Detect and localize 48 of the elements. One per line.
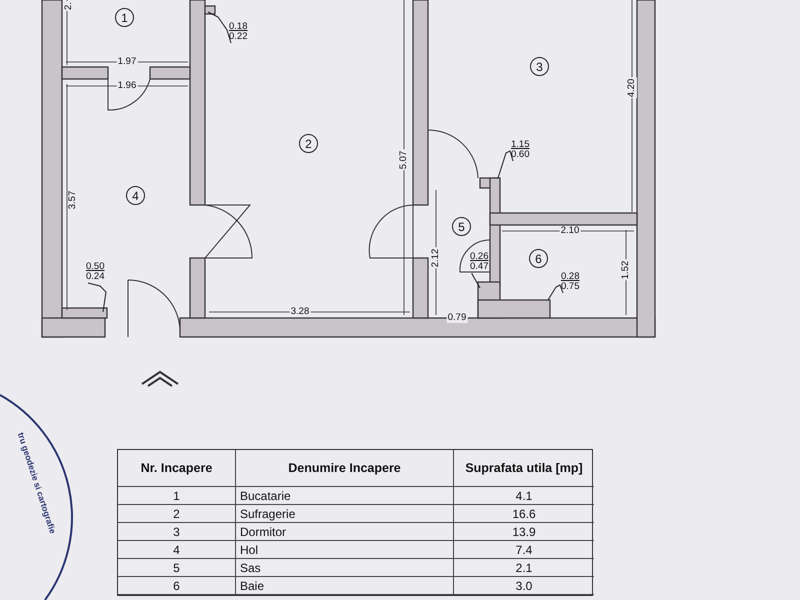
table-cell: Dormitor (236, 523, 454, 541)
dimension-note: 1.15 0.60 (511, 140, 530, 160)
leader-line (208, 12, 232, 44)
table-cell: 16.6 (454, 505, 594, 523)
table-cell: 4.1 (454, 487, 594, 505)
dimension-value: 0.79 (446, 313, 468, 323)
dimension-note: 0.18 0.22 (229, 22, 248, 42)
table-cell: 5 (118, 559, 236, 577)
table-cell: 6 (118, 577, 236, 595)
dimension-value: 1.96 (116, 81, 138, 91)
dimension-note: 0.26 0.47 (470, 252, 488, 272)
dimension-note: 0.50 0.24 (86, 262, 104, 282)
table-cell: 7.4 (454, 541, 594, 559)
dimension-note: 0.28 0.75 (561, 272, 580, 292)
room-number-circle: 3 (530, 57, 549, 76)
dimension-value: 2.10 (560, 226, 580, 236)
room-number-circle: 1 (115, 8, 134, 27)
table-cell: Baie (236, 577, 454, 595)
table-header: Denumire Incapere (236, 450, 454, 487)
room-number-circle: 5 (452, 217, 471, 236)
table-cell: 4 (118, 541, 236, 559)
table-header: Suprafata utila [mp] (454, 450, 594, 487)
leader-line (548, 284, 564, 300)
table-cell: 3.0 (454, 577, 594, 595)
dimension-value: 5.07 (399, 150, 409, 170)
dimension-value: 1.52 (621, 260, 631, 280)
dimension-value: 3.57 (68, 190, 78, 210)
dimension-value: 1.97 (116, 57, 138, 67)
table-cell: 3 (118, 523, 236, 541)
leader-line (498, 150, 514, 178)
room-number-circle: 6 (529, 249, 548, 268)
table-cell: Hol (236, 541, 454, 559)
table-cell: 2 (118, 505, 236, 523)
dimension-value: 2. (64, 1, 74, 11)
room-number-circle: 2 (299, 134, 318, 153)
table-header: Nr. Incapere (118, 450, 236, 487)
table-cell: 1 (118, 487, 236, 505)
table-cell: Sas (236, 559, 454, 577)
dimension-value: 2.12 (431, 248, 441, 268)
leader-line (88, 282, 107, 312)
table-cell: Bucatarie (236, 487, 454, 505)
room-number-circle: 4 (126, 186, 145, 205)
dimension-value: 3.28 (290, 307, 310, 317)
table-cell: 2.1 (454, 559, 594, 577)
table-cell: 13.9 (454, 523, 594, 541)
leader-line (472, 272, 480, 288)
table-cell: Sufragerie (236, 505, 454, 523)
dimension-value: 4.20 (627, 78, 637, 98)
